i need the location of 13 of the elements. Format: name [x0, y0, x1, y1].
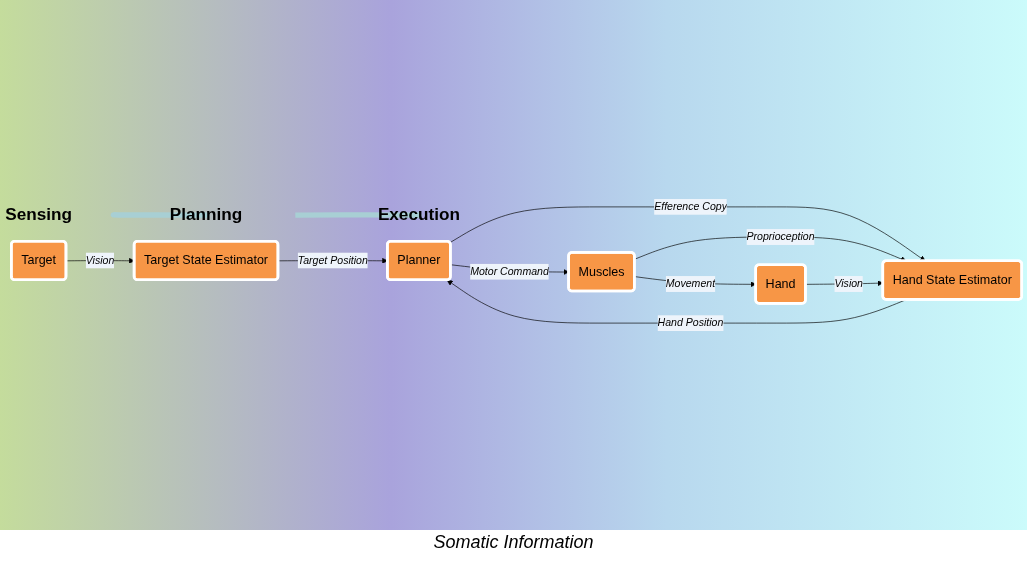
edge-label: Proprioception — [746, 231, 815, 243]
group-label: Somatic Information — [433, 532, 594, 552]
edge-label: Vision — [834, 278, 863, 290]
arrow — [113, 212, 210, 219]
node-text: Execution — [377, 204, 460, 225]
edge-label: Vision — [85, 254, 115, 266]
edge-label: Motor Command — [470, 265, 549, 277]
edge-label: Movement — [665, 278, 716, 290]
edge-label: Efference Copy — [654, 200, 727, 213]
edge-label: Target Position — [297, 254, 368, 266]
node-text: Sensing — [5, 204, 73, 225]
edge-label: Hand Position — [657, 317, 724, 329]
node-text: Planning — [169, 204, 243, 225]
